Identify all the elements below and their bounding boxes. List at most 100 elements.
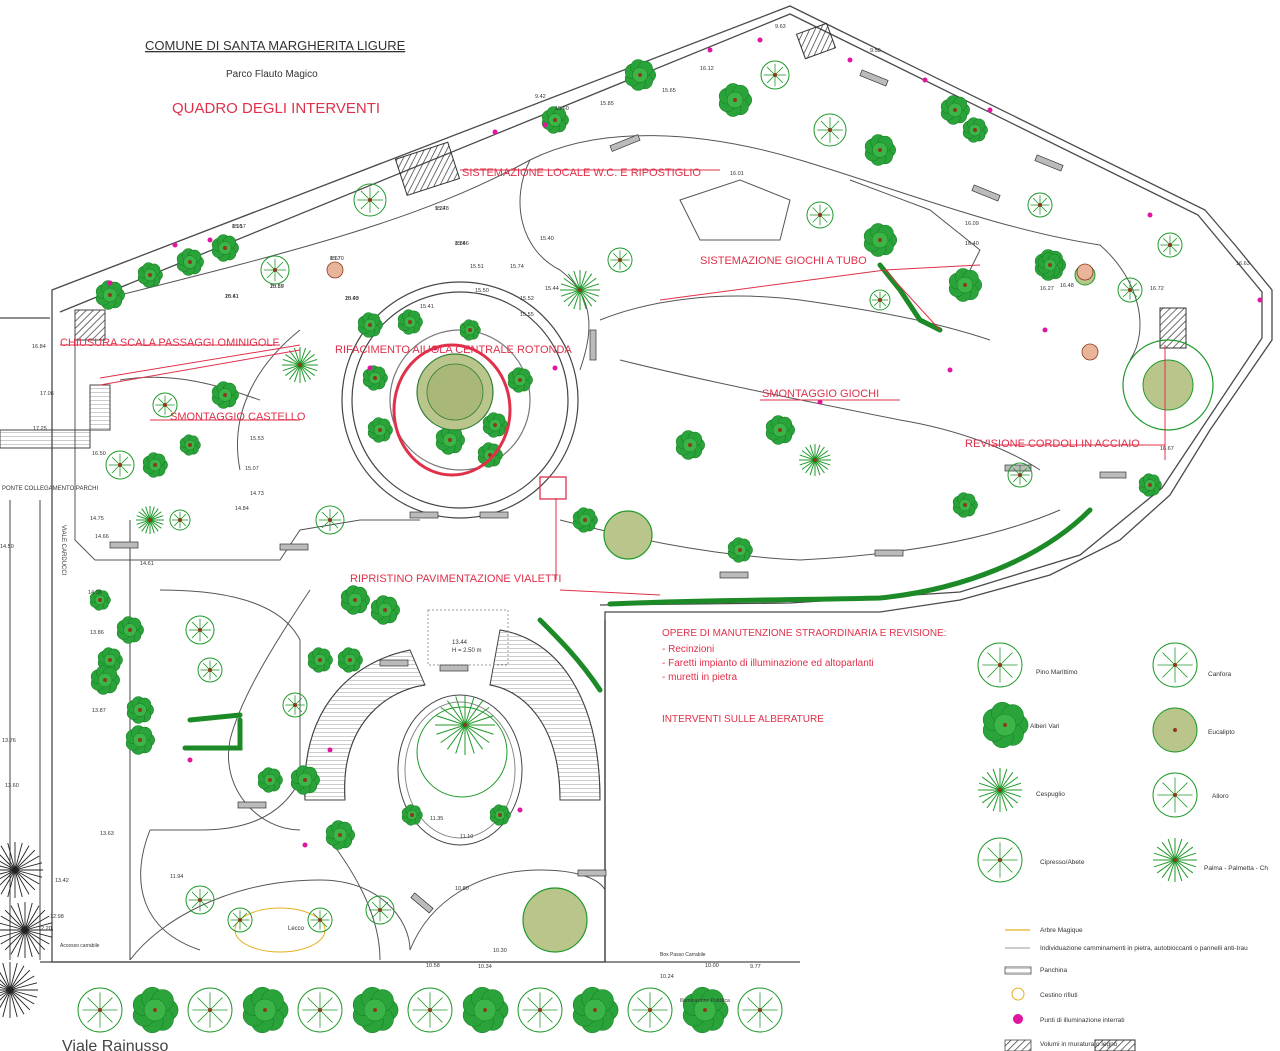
elevation-value: 15.40 <box>540 236 554 242</box>
legend-volume-symbol <box>1004 1039 1032 1051</box>
lighting-point-icon <box>817 399 823 405</box>
intervention-markers <box>60 169 1166 596</box>
tree-icon <box>1153 838 1197 882</box>
lighting-point-icon <box>172 242 178 248</box>
tree-icon <box>940 95 970 125</box>
tree-icon <box>977 837 1023 883</box>
elevation-value: 15.67 <box>270 284 284 290</box>
amph-dim-2: H = 2.50 m <box>452 648 482 654</box>
elevation-value: 13.87 <box>92 708 106 714</box>
elevation-value: 16.12 <box>700 66 714 72</box>
camphor-tree-icon <box>1081 343 1099 361</box>
tree-icon <box>459 319 481 341</box>
elevation-value: 15.41 <box>420 304 434 310</box>
label-central-bed: RIFACIMENTO AIUOLA CENTRALE ROTONDA <box>335 344 572 356</box>
tree-icon <box>435 425 465 455</box>
label-toilets: SISTEMAZIONE LOCALE W.C. E RIPOSTIGLIO <box>462 167 701 179</box>
tree-icon <box>282 692 308 718</box>
feature-trees <box>416 339 1214 953</box>
maintenance-notes: OPERE DI MANUTENZIONE STRAORDINARIA E RE… <box>662 628 947 725</box>
tree-icon <box>624 59 656 91</box>
elevation-value: 16.27 <box>1040 286 1054 292</box>
legend-shrub: Cespuglio <box>1036 791 1065 798</box>
label-box: Box Passo Carrabile <box>660 952 706 958</box>
tree-icon <box>765 415 795 445</box>
legend-volumes: Volumi in muratura o legno <box>1040 1041 1118 1048</box>
lighting-point-icon <box>947 367 953 373</box>
lighting-point-icon <box>492 129 498 135</box>
legend-magic-tree: Arbre Magique <box>1040 927 1083 934</box>
elevation-value: 16.84 <box>32 344 46 350</box>
street-tree-icon <box>682 986 729 1034</box>
elevation-value: 15.60 <box>555 106 569 112</box>
lighting-point-icon <box>107 280 113 286</box>
elevation-value: 10.24 <box>660 974 674 980</box>
tree-icon <box>137 262 163 288</box>
camphor-tree-icon <box>1076 263 1094 281</box>
tree-icon <box>1152 707 1198 753</box>
elevation-value: 17.25 <box>33 426 47 432</box>
legend-light-symbol <box>1013 1014 1023 1024</box>
legend-eucalyptus: Eucalipto <box>1208 729 1235 736</box>
lighting-point-icon <box>707 47 713 53</box>
tree-icon <box>572 507 598 533</box>
elevation-value: 11.35 <box>430 816 443 822</box>
elevation-value: 14.50 <box>0 544 14 550</box>
label-steel-curbs: REVISIONE CORDOLI IN ACCIAIO <box>965 438 1140 450</box>
tree-icon <box>169 509 191 531</box>
elevation-value: 9.42 <box>535 94 546 100</box>
tree-icon <box>607 247 633 273</box>
elevation-value: 9.50 <box>870 48 881 54</box>
map-labels: PONTE COLLEGAMENTO PARCHI Viale Rainusso… <box>2 486 730 1051</box>
lighting-point-icon <box>922 77 928 83</box>
tree-icon <box>799 444 831 476</box>
elevation-value: 13.86 <box>90 630 104 636</box>
tree-icon <box>176 248 204 276</box>
elevation-value: 15.65 <box>662 88 676 94</box>
magic-tree-area <box>234 907 326 953</box>
legend-pine: Pino Marittimo <box>1036 669 1078 676</box>
tree-icon <box>863 223 898 257</box>
tree-icon <box>307 647 333 673</box>
legend: Pino Marittimo Canfora Alberi Vari Eucal… <box>1004 669 1268 1051</box>
elevation-value: 9.63 <box>775 24 786 30</box>
lighting-point-icon <box>207 237 213 243</box>
elevation-value: 15.74 <box>510 264 524 270</box>
tree-icon <box>397 309 423 335</box>
label-paving: RIPRISTINO PAVIMENTAZIONE VIALETTI <box>350 573 561 585</box>
tree-icon <box>1027 192 1053 218</box>
tree-icon <box>211 234 239 262</box>
tree-icon <box>864 134 896 166</box>
dark-palms <box>0 842 53 1018</box>
tree-icon <box>307 907 333 933</box>
tree-icon <box>482 412 508 438</box>
legend-bin-symbol <box>1011 987 1025 1001</box>
tree-icon <box>401 804 423 826</box>
hatched-volumes <box>394 22 1187 1051</box>
notes-item-1: - Recinzioni <box>662 644 714 655</box>
elevation-value: 10.34 <box>478 964 492 970</box>
elevation-value: 13.76 <box>2 738 16 744</box>
elevation-value: 10.80 <box>455 886 469 892</box>
tree-icon <box>718 83 753 117</box>
footpaths <box>74 135 1141 961</box>
lighting-point-icon <box>987 107 993 113</box>
legend-camphor: Canfora <box>1208 671 1232 678</box>
lighting-point-icon <box>542 122 548 128</box>
elevation-value: 20.30 <box>270 284 284 290</box>
legend-lights: Punti di illuminazione interrati <box>1040 1017 1125 1024</box>
tree-icon <box>136 506 164 534</box>
elevation-value: 13.63 <box>100 831 114 837</box>
intervention-labels: SISTEMAZIONE LOCALE W.C. E RIPOSTIGLIO S… <box>60 167 1140 585</box>
tree-icon <box>1117 277 1143 303</box>
tree-icon <box>315 505 345 535</box>
elevation-value: 14.73 <box>250 491 264 497</box>
notes-trees: INTERVENTI SULLE ALBERATURE <box>662 714 824 725</box>
tree-icon <box>197 657 223 683</box>
label-stair-closure: CHIUSURA SCALA PASSAGGI OMINIGOLF <box>60 337 280 349</box>
tree-icon <box>435 695 495 755</box>
elevation-value: 13.42 <box>55 878 69 884</box>
tree-icon <box>507 367 533 393</box>
tree-icon <box>282 347 318 383</box>
elevation-value: 20.41 <box>225 294 239 300</box>
